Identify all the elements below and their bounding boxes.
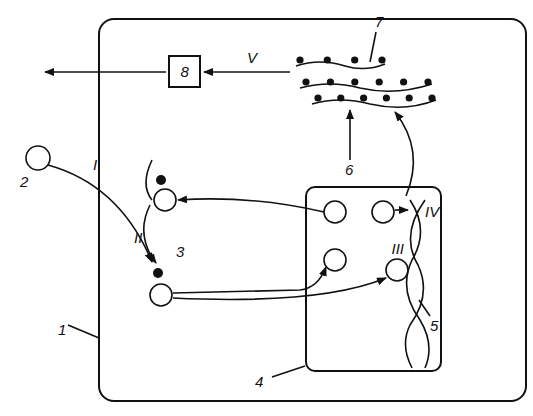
stage-numeral: IV <box>425 204 439 220</box>
dna-strand <box>407 200 429 368</box>
nucleus-box: 4 <box>305 186 442 372</box>
leader-line <box>272 366 305 377</box>
stage-numeral: II <box>134 230 142 246</box>
callout-number: 2 <box>20 174 28 190</box>
particle-circle <box>324 249 346 271</box>
ribosome-dot <box>351 56 358 63</box>
virus-particle <box>26 146 50 170</box>
er-membrane <box>296 62 385 69</box>
black-dot <box>156 175 166 185</box>
ribosome-dot <box>424 78 431 85</box>
callout-number: 1 <box>58 322 66 338</box>
flow-arrow <box>178 199 324 212</box>
ribosome-dot <box>378 56 385 63</box>
ribosome-dot <box>296 56 303 63</box>
particle-circle <box>372 201 394 223</box>
callout-number: 3 <box>176 244 184 260</box>
callout-number: 5 <box>430 318 438 334</box>
callout-number: 4 <box>255 374 263 390</box>
particle-circle <box>386 259 408 281</box>
black-dot <box>153 268 163 278</box>
ribosome-dot <box>360 94 367 101</box>
callout-number: 8 <box>181 64 189 80</box>
flow-arrow <box>395 112 413 196</box>
membrane-curve <box>146 160 152 200</box>
product-box: 8 <box>168 55 201 88</box>
ribosome-dot <box>400 78 407 85</box>
ribosome-dot <box>327 78 334 85</box>
stage-numeral: V <box>247 50 257 66</box>
stage-numeral: I <box>93 157 97 173</box>
callout-number: 6 <box>345 162 353 178</box>
ribosome-dot <box>428 94 435 101</box>
dna-strand <box>405 200 425 368</box>
flow-arrow <box>144 205 156 263</box>
exit-arrow <box>45 71 166 73</box>
er-membrane <box>312 100 436 107</box>
ribosome-dot <box>406 94 413 101</box>
particle-circle <box>150 284 172 306</box>
stage-numeral: III <box>392 241 405 257</box>
ribosome-dot <box>337 94 344 101</box>
flow-arrow <box>173 267 326 293</box>
particle-circle <box>154 189 176 211</box>
leader-line <box>370 32 376 62</box>
ribosome-dot <box>351 78 358 85</box>
er-membrane <box>300 84 432 91</box>
ribosome-dot <box>324 56 331 63</box>
leader-line <box>68 325 99 338</box>
callout-number: 7 <box>375 14 383 30</box>
ribosome-dot <box>383 94 390 101</box>
entry-arrow <box>48 165 152 262</box>
flow-arrow <box>173 278 386 299</box>
ribosome-dot <box>302 78 309 85</box>
ribosome-dot <box>376 78 383 85</box>
flow-arrow <box>349 110 351 160</box>
cell-outline: 148 <box>98 18 527 402</box>
ribosome-dot <box>314 94 321 101</box>
flow-arrow <box>395 209 408 211</box>
flow-arrow <box>204 71 290 73</box>
particle-circle <box>324 201 346 223</box>
